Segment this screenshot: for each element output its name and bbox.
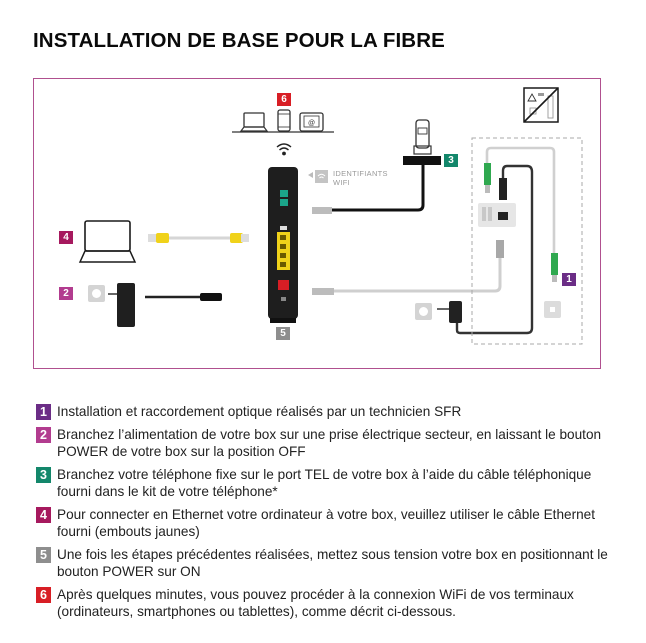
installation-diagram: [33, 78, 601, 369]
step-item-2: 2 Branchez l’alimentation de votre box s…: [36, 426, 616, 460]
computer-laptop-icon: [78, 220, 137, 263]
fiber-outlet-icon: [544, 301, 561, 318]
badge-step-4: 4: [59, 231, 73, 244]
power-adapter-icon: [108, 283, 222, 327]
step-text-2: Branchez l’alimentation de votre box sur…: [57, 427, 602, 459]
fiber-cable: [312, 240, 504, 295]
badge-step-1: 1: [562, 273, 576, 286]
step-text-4: Pour connecter en Ethernet votre ordinat…: [57, 507, 596, 539]
wifi-devices-group: @: [232, 109, 334, 156]
step-item-4: 4 Pour connecter en Ethernet votre ordin…: [36, 506, 616, 540]
svg-text:@: @: [308, 120, 315, 127]
laptop-icon: [239, 112, 269, 132]
step-item-1: 1 Installation et raccordement optique r…: [36, 403, 616, 420]
step-number-1: 1: [36, 404, 51, 420]
step-number-3: 3: [36, 467, 51, 483]
wifi-identifiers-label: IDENTIFIANTS WIFI: [333, 169, 388, 187]
badge-step-6: 6: [277, 93, 291, 106]
technician-zone: [471, 137, 583, 345]
wifi-identifiers-line2: WIFI: [333, 177, 351, 187]
power-outlet-icon: [88, 285, 105, 302]
step-number-6: 6: [36, 587, 51, 603]
wifi-icon: [276, 143, 292, 156]
step-number-2: 2: [36, 427, 51, 443]
ethernet-cable: [148, 233, 249, 243]
warning-no-plug-icon: [523, 87, 559, 123]
fiber-patch-cable: [484, 146, 558, 282]
step-item-5: 5 Une fois les étapes précédentes réalis…: [36, 546, 616, 580]
wifi-identifiers-line1: IDENTIFIANTS: [333, 169, 388, 178]
ont-power-outlet-icon: [415, 303, 432, 320]
step-text-5: Une fois les étapes précédentes réalisée…: [57, 547, 608, 579]
page-title: INSTALLATION DE BASE POUR LA FIBRE: [33, 29, 445, 52]
wifi-identifiers-tag: [308, 170, 328, 183]
optical-terminal-icon: [478, 203, 516, 227]
badge-step-5: 5: [276, 327, 290, 340]
step-text-3: Branchez votre téléphone fixe sur le por…: [57, 467, 592, 499]
sfr-box-icon: [268, 167, 298, 323]
step-item-3: 3 Branchez votre téléphone fixe sur le p…: [36, 466, 616, 500]
steps-list: 1 Installation et raccordement optique r…: [36, 403, 616, 626]
tablet-icon: @: [299, 112, 324, 132]
step-item-6: 6 Après quelques minutes, vous pouvez pr…: [36, 586, 616, 620]
cordless-phone-icon: [413, 119, 432, 155]
step-text-6: Après quelques minutes, vous pouvez proc…: [57, 587, 574, 619]
diagram-canvas: @: [78, 87, 583, 345]
ont-power-adapter-icon: [437, 164, 534, 335]
badge-step-2: 2: [59, 287, 73, 300]
smartphone-icon: [277, 109, 291, 132]
step-number-5: 5: [36, 547, 51, 563]
step-number-4: 4: [36, 507, 51, 523]
phone-cable: [312, 156, 441, 214]
badge-step-3: 3: [444, 154, 458, 167]
step-text-1: Installation et raccordement optique réa…: [57, 404, 462, 419]
